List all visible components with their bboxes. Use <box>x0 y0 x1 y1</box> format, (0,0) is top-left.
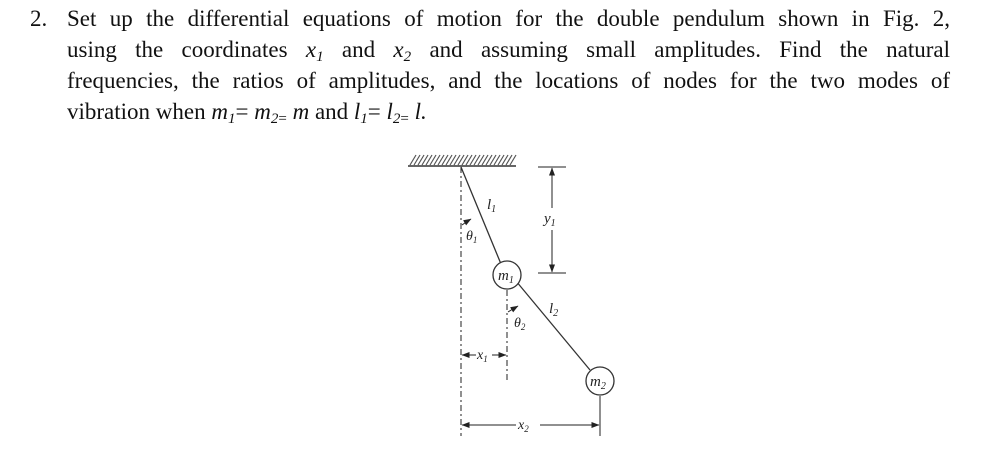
label-l2: l2 <box>549 301 558 319</box>
var-subscript: 1 <box>316 49 324 65</box>
hatch-mark <box>489 154 497 166</box>
hatch-mark <box>413 154 421 166</box>
problem-line-3: frequencies, the ratios of amplitudes, a… <box>67 68 950 93</box>
hatch-mark <box>441 154 449 166</box>
label-theta2: θ2 <box>514 316 526 332</box>
hatch-mark <box>477 154 485 166</box>
problem-text: Set up the differential equations of mot… <box>67 0 950 127</box>
hatch-mark <box>445 154 453 166</box>
equals-sign: = <box>367 99 387 124</box>
hatch-mark <box>493 154 501 166</box>
var-x2: x2 <box>393 37 412 65</box>
hatch-mark <box>473 154 481 166</box>
var-letter: x <box>393 37 404 62</box>
label-x2: x2 <box>517 418 529 434</box>
var-letter: l <box>353 99 361 124</box>
hatch-mark <box>485 154 493 166</box>
mass-2 <box>585 366 615 396</box>
equals-sign-small: = <box>278 111 287 127</box>
label-m2: m2 <box>590 374 606 392</box>
var-m: m <box>292 99 310 124</box>
hatch-mark <box>481 154 489 166</box>
hatch-mark <box>409 154 417 166</box>
hatch-mark <box>449 154 457 166</box>
var-m1: m1 <box>211 99 236 127</box>
hatch-mark <box>437 154 445 166</box>
equals-sign: = <box>235 99 255 124</box>
text-fragment: and <box>323 37 394 62</box>
var-subscript: 1 <box>227 111 236 127</box>
hatch-mark <box>457 154 465 166</box>
label-m1: m1 <box>498 268 514 286</box>
label-y1: y1 <box>542 211 556 229</box>
text-fragment: using the coordinates <box>67 37 306 62</box>
hatch-mark <box>461 154 469 166</box>
hatch-mark <box>421 154 429 166</box>
var-l: l. <box>414 99 427 124</box>
var-l1: l1 <box>353 99 368 127</box>
hatch-mark <box>453 154 461 166</box>
hatch-mark <box>509 154 517 166</box>
label-x1: x1 <box>476 348 488 364</box>
var-letter: m <box>254 99 271 124</box>
hatch-mark <box>417 154 425 166</box>
var-subscript: 1 <box>360 111 368 127</box>
var-subscript: 2 <box>392 111 401 127</box>
rod-1 <box>460 166 502 265</box>
hatch-mark <box>465 154 473 166</box>
equals-sign-small: = <box>400 111 409 127</box>
problem-line-4: vibration when m1= m2= m and l1= l2= l. <box>67 96 950 127</box>
text-fragment: and <box>309 99 354 124</box>
rod-2 <box>515 280 591 371</box>
problem-line-2: using the coordinates x1 and x2 and assu… <box>67 34 950 65</box>
hatch-mark <box>433 154 441 166</box>
hatch-mark <box>497 154 505 166</box>
hatch-mark <box>429 154 437 166</box>
text-fragment: vibration when <box>67 99 212 124</box>
var-subscript: 2 <box>403 49 412 65</box>
hatch-mark <box>469 154 477 166</box>
var-letter: x <box>305 37 317 62</box>
problem-number: 2. <box>30 6 48 31</box>
mass-1 <box>492 260 522 290</box>
var-l2: l2 <box>386 99 401 127</box>
var-letter: l <box>386 99 393 124</box>
label-theta1: θ1 <box>466 229 477 245</box>
hatch-mark <box>505 154 513 166</box>
theta1-arc-arrow <box>461 218 472 226</box>
label-l1: l1 <box>487 197 496 215</box>
problem-line-1: Set up the differential equations of mot… <box>67 6 950 31</box>
hatch-mark <box>425 154 433 166</box>
problem-statement: 2. Set up the differential equations of … <box>30 0 950 127</box>
var-subscript: 2 <box>270 111 279 127</box>
theta2-arc-arrow <box>507 305 519 313</box>
hatch-mark <box>501 154 509 166</box>
text-fragment: and assuming small amplitudes. Find the … <box>411 37 950 62</box>
var-x1: x1 <box>305 37 324 65</box>
ceiling-support <box>408 154 517 167</box>
var-letter: m <box>211 99 228 124</box>
var-m2: m2 <box>254 99 279 127</box>
